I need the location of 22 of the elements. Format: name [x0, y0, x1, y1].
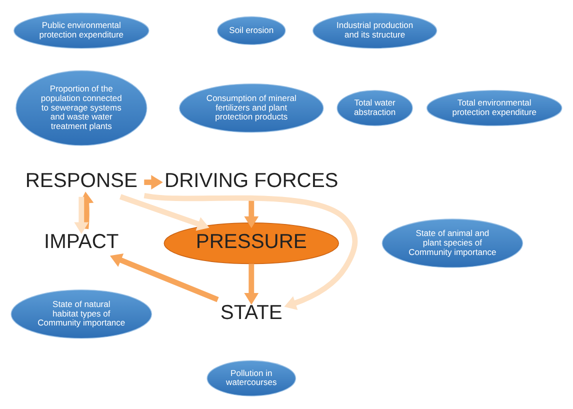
arrow — [144, 192, 358, 310]
node-text: STATE — [220, 302, 282, 324]
arrow — [74, 196, 89, 234]
arrow — [79, 192, 94, 230]
arrow — [119, 194, 210, 231]
node-text: IMPACT — [44, 231, 119, 254]
arrow — [110, 253, 219, 302]
node-ellipse: Consumption of mineral fertilizers and plant protection products — [179, 83, 324, 133]
node-ellipse: State of animal and plant species of Community importance — [382, 218, 524, 268]
node-text: RESPONSE — [25, 170, 138, 192]
node-ellipse: Soil erosion — [217, 16, 286, 46]
node-ellipse: Pollution in watercourses — [206, 360, 296, 396]
node-ellipse: State of natural habitat types of Community importance — [10, 289, 152, 339]
node-ellipse: PRESSURE — [164, 222, 339, 264]
node-ellipse: Proportion of the population connected to sewerage systems and waste water treatment plants — [16, 70, 148, 146]
node-ellipse: Total environmental protection expenditure — [426, 90, 562, 126]
arrow — [144, 175, 163, 190]
node-ellipse: Public environmental protection expenditure — [14, 12, 150, 49]
node-ellipse: Industrial production and its structure — [312, 12, 438, 49]
arrow — [244, 264, 259, 305]
node-ellipse: Total water abstraction — [336, 90, 413, 126]
node-text: DRIVING FORCES — [164, 170, 338, 192]
